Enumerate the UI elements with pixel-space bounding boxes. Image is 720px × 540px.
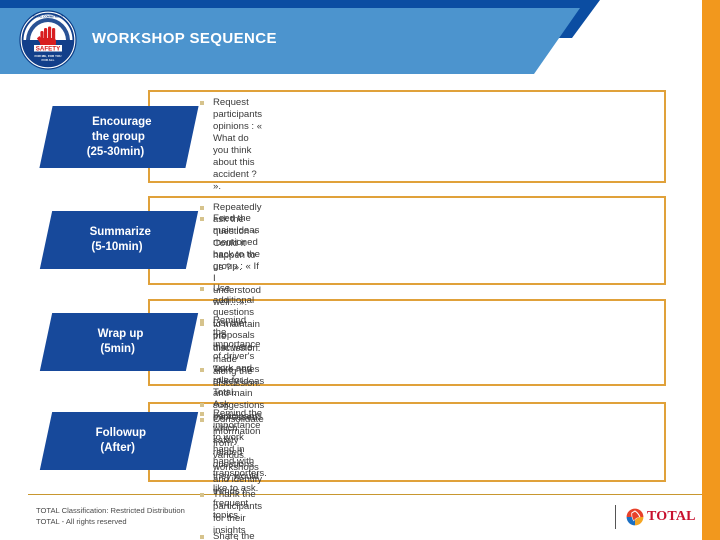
block-4-duration: (After) — [100, 442, 135, 454]
bullet-square-icon — [200, 535, 204, 539]
total-logo: TOTAL — [626, 507, 698, 527]
total-wordmark: TOTAL — [647, 509, 696, 524]
bullet-square-icon — [200, 493, 204, 497]
svg-text:FOR ME, FOR YOU: FOR ME, FOR YOU — [35, 54, 62, 58]
bullet-square-icon — [200, 287, 204, 291]
block-1-title: Encourage — [92, 115, 152, 128]
bullet-square-icon — [200, 322, 204, 326]
block-3-title: Wrap up — [97, 328, 144, 340]
right-orange-stripe — [702, 0, 720, 540]
bullet-square-icon — [200, 418, 204, 422]
svg-text:SAFETY: SAFETY — [36, 45, 61, 52]
bullet-square-icon — [200, 101, 204, 105]
total-emblem-icon — [626, 508, 644, 526]
block-2-duration: (5-10min) — [91, 241, 143, 253]
bullet-square-icon — [200, 206, 204, 210]
bullet-square-icon — [200, 368, 204, 372]
bullet-square-icon — [200, 412, 204, 416]
block-3-outline — [148, 299, 666, 386]
bullet-square-icon — [200, 403, 204, 407]
page-title: WORKSHOP SEQUENCE — [92, 30, 277, 47]
block-2-title: Summarize — [89, 226, 152, 238]
footer-divider-rule — [28, 494, 702, 495]
bullet-square-icon — [200, 217, 204, 221]
svg-text:TOTAL COMMITMENT: TOTAL COMMITMENT — [33, 15, 63, 19]
footer-classification: TOTAL Classification: Restricted Distrib… — [36, 506, 185, 527]
block-3-duration: (5min) — [100, 343, 135, 355]
safety-badge-icon: SAFETY FOR ME, FOR YOU FOR ALL TOTAL COM… — [18, 10, 78, 70]
header-light-band — [0, 8, 580, 74]
svg-text:FOR ALL: FOR ALL — [42, 58, 55, 62]
bullet-square-icon — [200, 319, 204, 323]
slide-header: SAFETY FOR ME, FOR YOU FOR ALL TOTAL COM… — [0, 0, 702, 82]
block-1-title2: the group — [92, 130, 146, 143]
footer-line-2: TOTAL - All rights reserved — [36, 516, 127, 526]
block-3-label[interactable]: Wrap up (5min) — [39, 313, 199, 371]
block-2-label[interactable]: Summarize (5-10min) — [39, 211, 199, 269]
footer-vertical-divider — [615, 505, 616, 529]
block-1-outline — [148, 90, 666, 183]
block-4-title: Followup — [95, 427, 146, 439]
footer-line-1: TOTAL Classification: Restricted Distrib… — [36, 506, 185, 515]
block-1-duration: (25-30min) — [87, 145, 145, 158]
block-2-outline — [148, 196, 666, 285]
block-4-label[interactable]: Followup (After) — [39, 412, 199, 470]
block-1-label[interactable]: Encourage the group (25-30min) — [39, 106, 199, 168]
